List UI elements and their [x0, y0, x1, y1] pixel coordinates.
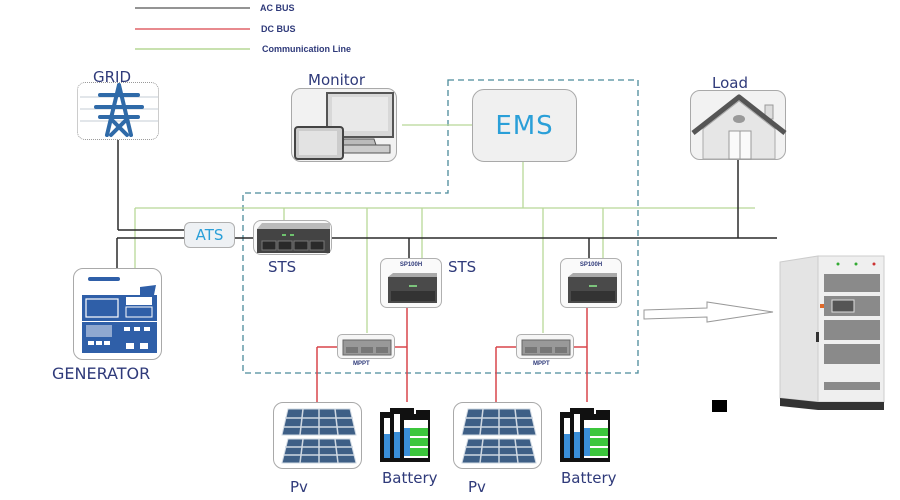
load-node[interactable]	[690, 90, 787, 160]
ats-label: ATS	[195, 226, 224, 244]
grid-label: GRID	[93, 68, 132, 86]
sp100h-node-2[interactable]: SP100H	[560, 258, 622, 308]
battery-label-1: Battery	[382, 469, 438, 487]
system-boundary	[242, 79, 639, 374]
energy-storage-cabinet[interactable]	[778, 252, 888, 412]
load-label: Load	[712, 74, 748, 92]
converter-unit-icon	[388, 273, 437, 303]
ems-label: EMS	[495, 110, 554, 141]
ac-bus-lines	[116, 140, 777, 268]
battery-node-2[interactable]	[558, 404, 620, 464]
sp100h-label-1: SP100H	[399, 262, 423, 268]
sp100h-label-2: SP100H	[579, 262, 603, 268]
pv-node-2[interactable]	[453, 402, 542, 469]
sts-label-2: STS	[448, 258, 477, 276]
solar-panel-icon	[281, 408, 357, 464]
monitor-node[interactable]	[291, 88, 397, 162]
transmission-tower-icon	[80, 83, 158, 137]
battery-icon	[380, 408, 430, 462]
communication-lines	[134, 124, 755, 333]
mppt-unit-icon	[521, 339, 571, 356]
mppt-node-1[interactable]	[337, 334, 395, 359]
converter-unit-icon	[568, 273, 617, 303]
battery-icon	[560, 408, 610, 462]
mppt-label-2: MPPT	[533, 361, 550, 367]
pv-label-2: Pv	[468, 478, 486, 496]
monitor-label: Monitor	[308, 71, 366, 89]
marker-square	[712, 400, 727, 412]
arrow-to-cabinet	[643, 301, 774, 323]
legend-label-comm: Communication Line	[262, 44, 352, 54]
sp100h-node-1[interactable]: SP100H	[380, 258, 442, 308]
pv-node-1[interactable]	[273, 402, 362, 469]
pv-label-1: Pv	[290, 478, 308, 496]
battery-node-1[interactable]	[378, 404, 440, 464]
solar-panel-icon	[461, 408, 537, 464]
generator-panel-icon	[82, 277, 157, 353]
sts-label: STS	[268, 258, 297, 276]
battery-label-2: Battery	[561, 469, 617, 487]
rack-unit-icon	[257, 223, 330, 253]
generator-node[interactable]	[73, 268, 162, 360]
house-icon	[691, 94, 787, 160]
mppt-node-2[interactable]	[516, 334, 574, 359]
grid-node[interactable]	[77, 82, 159, 140]
mppt-unit-icon	[342, 339, 392, 356]
ats-node[interactable]: ATS	[184, 222, 235, 248]
legend-label-dc-bus: DC BUS	[261, 24, 296, 34]
legend-label-ac-bus: AC BUS	[260, 3, 295, 13]
computer-monitor-icon	[294, 92, 394, 160]
mppt-label-1: MPPT	[353, 361, 370, 367]
energy-storage-cabinet-icon	[779, 255, 885, 410]
generator-label: GENERATOR	[52, 364, 151, 383]
sts-node[interactable]	[253, 220, 332, 255]
ems-node[interactable]: EMS	[472, 89, 577, 162]
dc-bus-lines	[316, 308, 588, 402]
